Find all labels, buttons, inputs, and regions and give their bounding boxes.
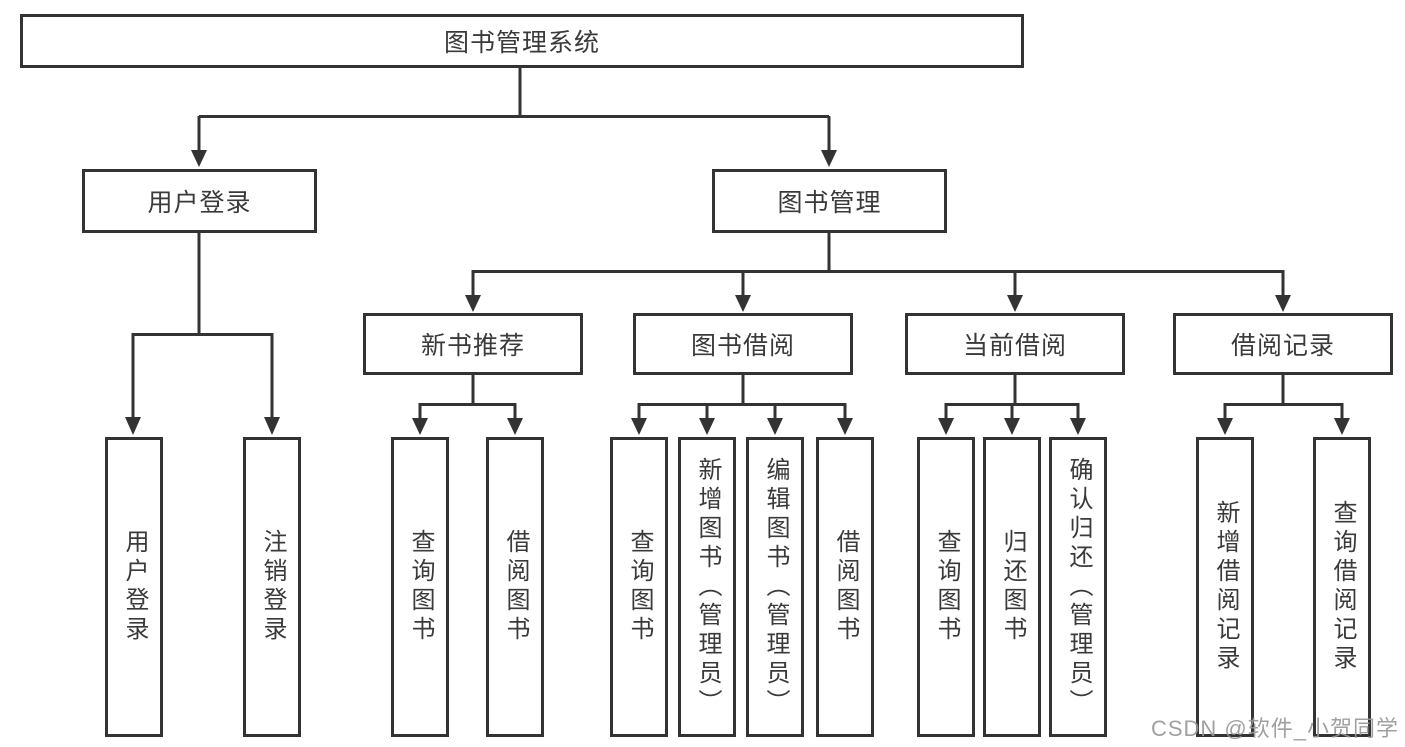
leaf-edit-book-admin-label: 编辑图书（管理员） bbox=[762, 456, 789, 718]
leaf-user-login-label: 用户登录 bbox=[121, 529, 148, 645]
leaf-query-books-borrow: 查询图书 bbox=[610, 437, 668, 737]
node-book-mgmt-branch-label: 图书管理 bbox=[777, 189, 882, 217]
leaf-add-book-admin-label: 新增图书（管理员） bbox=[694, 456, 721, 718]
leaf-borrow-books-rec-label: 借阅图书 bbox=[502, 529, 529, 645]
leaf-add-book-admin: 新增图书（管理员） bbox=[678, 437, 736, 737]
leaf-user-login: 用户登录 bbox=[105, 437, 163, 737]
leaf-query-books-current-label: 查询图书 bbox=[933, 529, 960, 645]
leaf-logout: 注销登录 bbox=[243, 437, 301, 737]
leaf-query-books-borrow-label: 查询图书 bbox=[626, 529, 653, 645]
borrow-records-connector bbox=[1217, 375, 1350, 435]
leaf-borrow-books-rec: 借阅图书 bbox=[486, 437, 544, 737]
current-borrow-connector bbox=[938, 375, 1086, 435]
leaf-borrow-books: 借阅图书 bbox=[816, 437, 874, 737]
user-login-branch-connector bbox=[125, 233, 280, 435]
leaf-return-book-label: 归还图书 bbox=[999, 529, 1026, 645]
node-root: 图书管理系统 bbox=[20, 14, 1024, 68]
node-book-mgmt-branch: 图书管理 bbox=[712, 169, 947, 233]
leaf-confirm-return-admin: 确认归还（管理员） bbox=[1049, 437, 1107, 737]
root-to-level2-connector bbox=[191, 68, 837, 167]
leaf-confirm-return-admin-label: 确认归还（管理员） bbox=[1065, 456, 1092, 718]
leaf-return-book: 归还图书 bbox=[983, 437, 1041, 737]
node-book-borrow-label: 图书借阅 bbox=[690, 332, 795, 360]
leaf-logout-label: 注销登录 bbox=[259, 529, 286, 645]
csdn-watermark: CSDN @软件_小贺同学 bbox=[1150, 716, 1399, 741]
leaf-edit-book-admin: 编辑图书（管理员） bbox=[746, 437, 804, 737]
node-current-borrow-label: 当前借阅 bbox=[962, 332, 1067, 360]
node-user-login-branch-label: 用户登录 bbox=[147, 189, 252, 217]
leaf-query-books-rec-label: 查询图书 bbox=[407, 529, 434, 645]
leaf-query-borrow-record-label: 查询借阅记录 bbox=[1329, 500, 1356, 674]
node-borrow-records-label: 借阅记录 bbox=[1230, 332, 1335, 360]
node-current-borrow: 当前借阅 bbox=[905, 313, 1125, 375]
node-new-book-rec-label: 新书推荐 bbox=[420, 332, 525, 360]
leaf-add-borrow-record-label: 新增借阅记录 bbox=[1212, 500, 1239, 674]
leaf-query-books-rec: 查询图书 bbox=[391, 437, 449, 737]
leaf-query-books-current: 查询图书 bbox=[917, 437, 975, 737]
book-mgmt-to-level3-connector bbox=[465, 233, 1291, 312]
node-user-login-branch: 用户登录 bbox=[82, 169, 317, 233]
node-root-label: 图书管理系统 bbox=[443, 29, 600, 57]
new-book-rec-connector bbox=[412, 375, 523, 435]
leaf-query-borrow-record: 查询借阅记录 bbox=[1313, 437, 1371, 737]
node-borrow-records: 借阅记录 bbox=[1173, 313, 1393, 375]
book-borrow-connector bbox=[631, 375, 853, 435]
node-book-borrow: 图书借阅 bbox=[633, 313, 853, 375]
leaf-add-borrow-record: 新增借阅记录 bbox=[1196, 437, 1254, 737]
node-new-book-rec: 新书推荐 bbox=[363, 313, 583, 375]
leaf-borrow-books-label: 借阅图书 bbox=[832, 529, 859, 645]
